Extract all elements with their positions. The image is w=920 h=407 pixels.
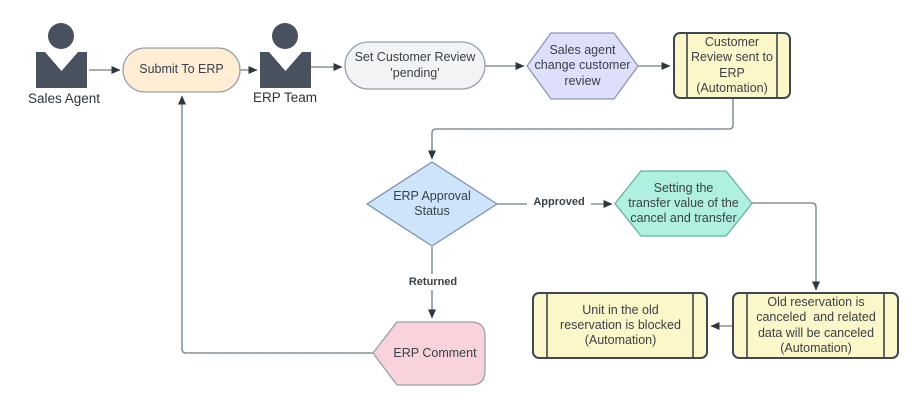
node-setting-transfer-value[interactable]	[614, 170, 753, 237]
node-customer-review-sent[interactable]	[673, 32, 791, 99]
edge-teal-to-oldreservation	[752, 202, 820, 291]
node-sales-agent-change-review[interactable]	[526, 32, 639, 100]
predefined-process-box	[673, 32, 791, 99]
predefined-process-box	[732, 292, 899, 359]
person-body-icon	[36, 52, 87, 88]
actor-sales-agent[interactable]	[36, 23, 87, 88]
person-body-icon	[260, 52, 311, 88]
edge-comment-to-submit	[178, 95, 373, 354]
node-erp-comment[interactable]	[372, 321, 486, 386]
node-erp-approval-status-decision[interactable]	[365, 161, 499, 247]
person-head-icon	[272, 23, 298, 49]
node-set-customer-review[interactable]	[344, 41, 486, 90]
connectors	[89, 62, 820, 354]
node-submit-to-erp[interactable]	[122, 47, 241, 93]
node-unit-blocked[interactable]	[532, 292, 708, 359]
predefined-process-box	[532, 292, 708, 359]
edge-customerreview-to-decision	[428, 99, 734, 160]
person-head-icon	[48, 23, 74, 49]
node-old-reservation-canceled[interactable]	[732, 292, 899, 359]
actor-erp-team[interactable]	[260, 23, 311, 88]
